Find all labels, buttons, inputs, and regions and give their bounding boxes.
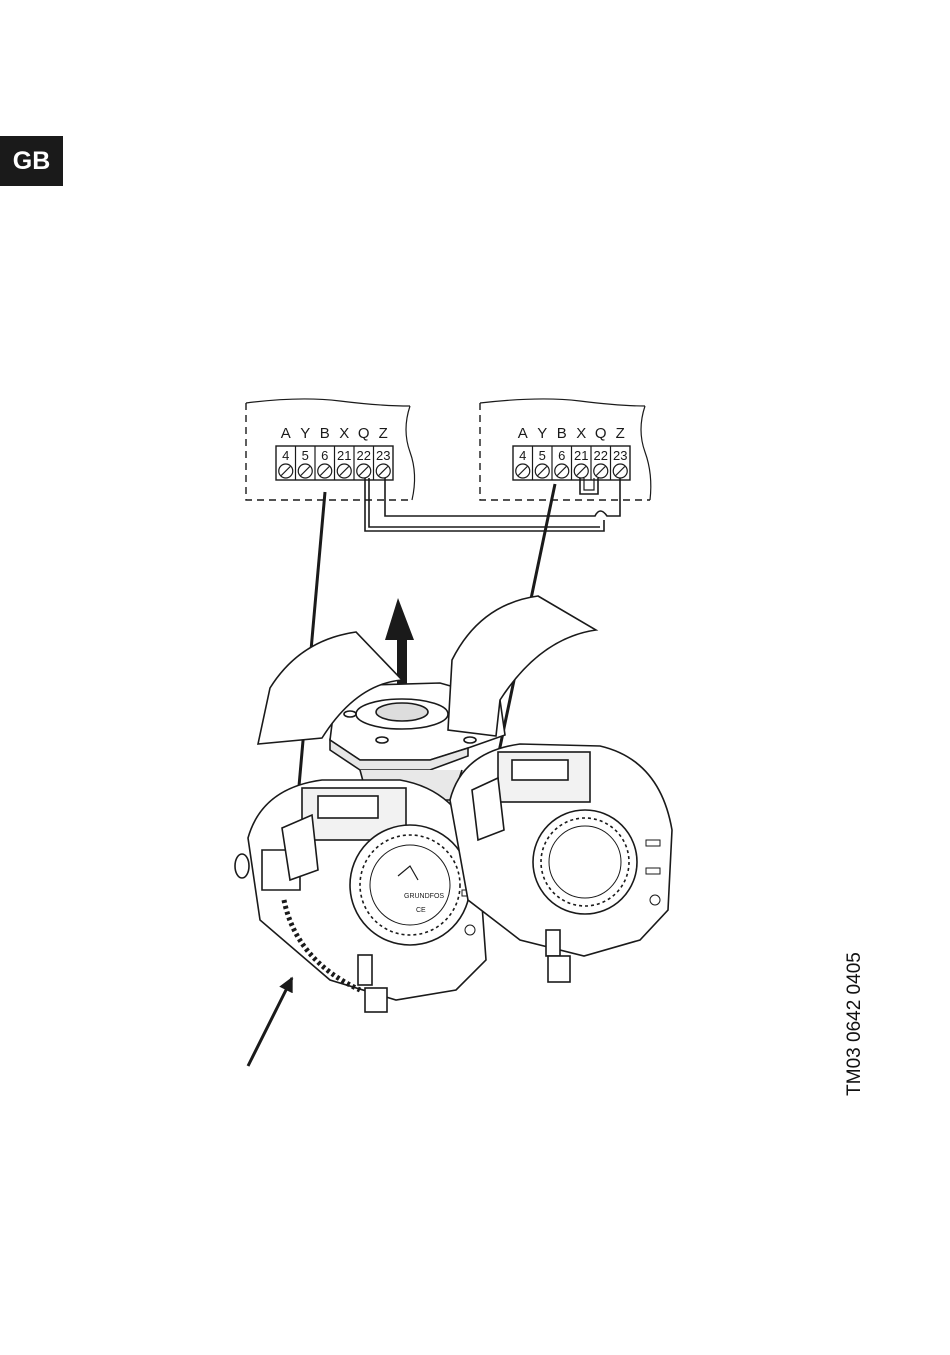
terminal-number-1-1: 4 [282, 448, 289, 463]
screw-terminal-icon [613, 464, 627, 478]
terminal-number-2-6: 23 [613, 448, 627, 463]
svg-text:CE: CE [416, 907, 426, 914]
screw-terminal-icon [357, 464, 371, 478]
terminal-number-1-3: 6 [321, 448, 328, 463]
screw-terminal-icon [279, 464, 293, 478]
cable-entry-arrow [248, 978, 292, 1066]
terminal-letter-2-6: Z [616, 425, 625, 442]
pump-head-left [235, 780, 486, 1012]
screw-terminal-icon [535, 464, 549, 478]
terminal-number-2-1: 4 [519, 448, 526, 463]
screw-terminal-icon [574, 464, 588, 478]
terminal-letter-2-1: A [518, 425, 528, 442]
terminal-letter-1-1: A [281, 425, 291, 442]
terminal-number-2-3: 6 [558, 448, 565, 463]
screw-terminal-icon [376, 464, 390, 478]
front-cover-right [448, 596, 596, 736]
ce-mark-icon: CE [416, 907, 426, 914]
terminal-number-2-2: 5 [539, 448, 546, 463]
terminal-number-1-4: 21 [337, 448, 351, 463]
terminal-number-1-6: 23 [376, 448, 390, 463]
terminal-letter-2-3: B [557, 425, 567, 442]
svg-text:GRUNDFOS: GRUNDFOS [404, 893, 444, 900]
terminal-number-1-5: 22 [357, 448, 371, 463]
screw-terminal-icon [555, 464, 569, 478]
screw-terminal-icon [298, 464, 312, 478]
terminal-letter-1-2: Y [300, 425, 310, 442]
communication-cable [365, 478, 620, 531]
terminal-number-1-2: 5 [302, 448, 309, 463]
terminal-letter-2-4: X [576, 425, 586, 442]
terminal-number-2-5: 22 [594, 448, 608, 463]
screw-terminal-icon [318, 464, 332, 478]
terminal-letter-2-5: Q [595, 425, 607, 442]
screw-terminal-icon [337, 464, 351, 478]
terminal-letter-1-5: Q [358, 425, 370, 442]
terminal-letter-2-2: Y [537, 425, 547, 442]
terminal-number-2-4: 21 [574, 448, 588, 463]
screw-terminal-icon [516, 464, 530, 478]
terminal-letter-1-6: Z [379, 425, 388, 442]
terminal-letter-1-3: B [320, 425, 330, 442]
terminal-letter-1-4: X [339, 425, 349, 442]
screw-terminal-icon [594, 464, 608, 478]
